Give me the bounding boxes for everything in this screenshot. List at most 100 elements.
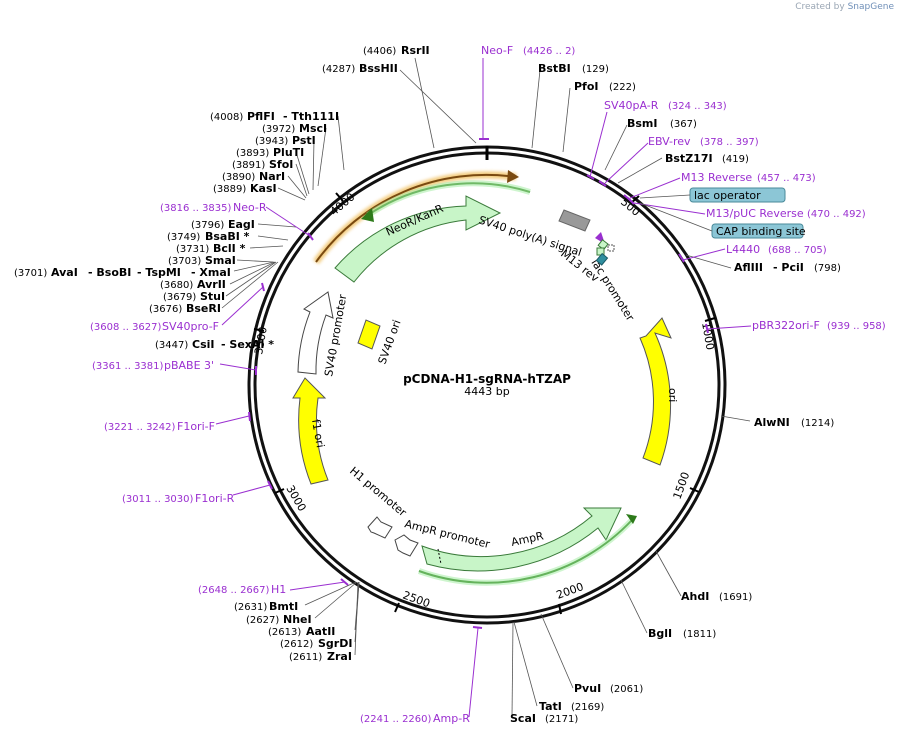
sgrdi-name: SgrDI xyxy=(318,637,352,650)
sv40-ori-label: SV40 ori xyxy=(376,318,404,366)
neor-primer-pos: (3816 .. 3835) xyxy=(160,203,232,214)
h1-promoter-arrow xyxy=(367,516,393,539)
sfoi-name: SfoI xyxy=(269,158,293,171)
sv40prof-pos: (3608 .. 3627) xyxy=(90,322,162,333)
smai-name: SmaI xyxy=(205,254,236,267)
pbabe3-name: pBABE 3' xyxy=(164,359,214,372)
pflfi-name: PflFI xyxy=(247,110,275,123)
bsabi-pos: (3749) xyxy=(167,232,200,243)
msci-pos: (3972) xyxy=(262,124,295,135)
f1orif-pos: (3221 .. 3242) xyxy=(104,422,176,433)
ampr-primer-pos: (2241 .. 2260) xyxy=(360,714,432,725)
bsabi-name: BsaBI * xyxy=(205,230,250,243)
avrii-name: AvrII xyxy=(197,278,226,291)
ori-arrow xyxy=(639,317,672,466)
lac-small-box xyxy=(607,244,615,252)
bcli-name: BclI * xyxy=(213,242,246,255)
sv40-ori-box xyxy=(357,319,381,350)
credit-prefix: Created by xyxy=(795,2,845,12)
alwni-pos: (1214) xyxy=(801,418,834,429)
primer-labels: Neo-F (4426 .. 2) SV40pA-R (324 .. 343) … xyxy=(90,44,886,725)
h1-name: H1 xyxy=(271,583,286,596)
csii-pos: (3447) xyxy=(155,340,188,351)
aatii-name: AatII xyxy=(306,625,335,638)
tati-pos: (2169) xyxy=(571,702,604,713)
f1ori-label: f1 ori xyxy=(309,418,327,449)
nari-name: NarI xyxy=(259,170,285,183)
rsrii-name: RsrII xyxy=(401,44,430,57)
f1orir-name: F1ori-R xyxy=(195,492,235,505)
rsrii-pos: (4406) xyxy=(363,46,396,57)
avai-pos: (3701) xyxy=(14,268,47,279)
m13reverse-name: M13 Reverse xyxy=(681,171,752,184)
eagi-pos: (3796) xyxy=(191,220,224,231)
cap-site-small xyxy=(595,252,609,266)
lac-promoter-small xyxy=(597,239,609,251)
kasi-pos: (3889) xyxy=(213,184,246,195)
stui-pos: (3679) xyxy=(163,292,196,303)
nhei-pos: (2627) xyxy=(246,615,279,626)
pfoi-pos: (222) xyxy=(609,82,636,93)
ampr-dotted-start xyxy=(437,548,442,565)
tick-3500: 3500 xyxy=(252,326,270,356)
bgli-name: BglI xyxy=(648,627,672,640)
lac-operator-label: lac operator xyxy=(694,189,761,202)
bseri-pos: (3676) xyxy=(149,304,182,315)
enzyme-labels: (4406) RsrII (4287) BssHII BstBI (129) P… xyxy=(14,44,841,725)
xmai-name: - XmaI xyxy=(191,266,231,279)
bsmi-name: BsmI xyxy=(627,117,658,130)
plasmid-name: pCDNA-H1-sgRNA-hTZAP xyxy=(403,372,571,386)
pcii-name: - PciI xyxy=(773,261,804,274)
f1orir-pos: (3011 .. 3030) xyxy=(122,494,194,505)
box-leaders xyxy=(639,194,713,232)
bseri-name: BseRI xyxy=(186,302,221,315)
pluti-name: PluTI xyxy=(273,146,304,159)
lac-operator-box: lac operator xyxy=(689,187,786,203)
bstz17i-pos: (419) xyxy=(722,154,749,165)
lac-promoter-label: lac promoter xyxy=(588,257,637,324)
sv40-polya-box xyxy=(558,209,591,232)
ampr-primer-name: Amp-R xyxy=(433,712,470,725)
primer-leaders xyxy=(215,58,752,718)
neor-green-glow xyxy=(366,180,531,218)
stui-name: StuI xyxy=(200,290,225,303)
ampr-green-glow xyxy=(417,517,635,586)
sexai-name: - SexAI * xyxy=(221,338,274,351)
plasmid-length: 4443 bp xyxy=(464,385,509,398)
sv40-promoter-arrow xyxy=(297,291,334,375)
tspmi-name: - TspMI xyxy=(137,266,181,279)
bgli-pos: (1811) xyxy=(683,629,716,640)
bmti-pos: (2631) xyxy=(234,602,267,613)
bsmi-pos: (367) xyxy=(670,119,697,130)
avrii-pos: (3680) xyxy=(160,280,193,291)
pbr322-name: pBR322ori-F xyxy=(752,319,820,332)
bstbi-name: BstBI xyxy=(538,62,571,75)
bcli-pos: (3731) xyxy=(176,244,209,255)
psti-pos: (3943) xyxy=(255,136,288,147)
l4440-pos: (688 .. 705) xyxy=(768,245,827,256)
tick-1000: 1000 xyxy=(699,321,717,351)
neor-green-head xyxy=(361,208,374,222)
sv40par-pos: (324 .. 343) xyxy=(668,101,727,112)
bstz17i-name: BstZ17I xyxy=(665,152,713,165)
csii-name: CsiI xyxy=(192,338,214,351)
neor-orange-line xyxy=(315,173,517,263)
pfoi-name: PfoI xyxy=(574,80,599,93)
f1orif-name: F1ori-F xyxy=(177,420,215,433)
pbr322-pos: (939 .. 958) xyxy=(827,321,886,332)
tati-name: TatI xyxy=(539,700,562,713)
leader-lines xyxy=(221,57,751,718)
nari-pos: (3890) xyxy=(222,172,255,183)
bsshii-name: BssHII xyxy=(359,62,398,75)
pflfi-pos: (4008) xyxy=(210,112,243,123)
l4440-name: L4440 xyxy=(726,243,760,256)
ampr-green-head xyxy=(626,514,637,524)
ahdi-pos: (1691) xyxy=(719,592,752,603)
sfoi-pos: (3891) xyxy=(232,160,265,171)
scai-name: ScaI xyxy=(510,712,536,725)
zrai-pos: (2611) xyxy=(289,652,322,663)
kasi-name: KasI xyxy=(250,182,277,195)
pbabe3-pos: (3361 .. 3381) xyxy=(92,361,164,372)
cap-site-box: CAP binding site xyxy=(711,223,806,239)
afliii-pos: (798) xyxy=(814,263,841,274)
